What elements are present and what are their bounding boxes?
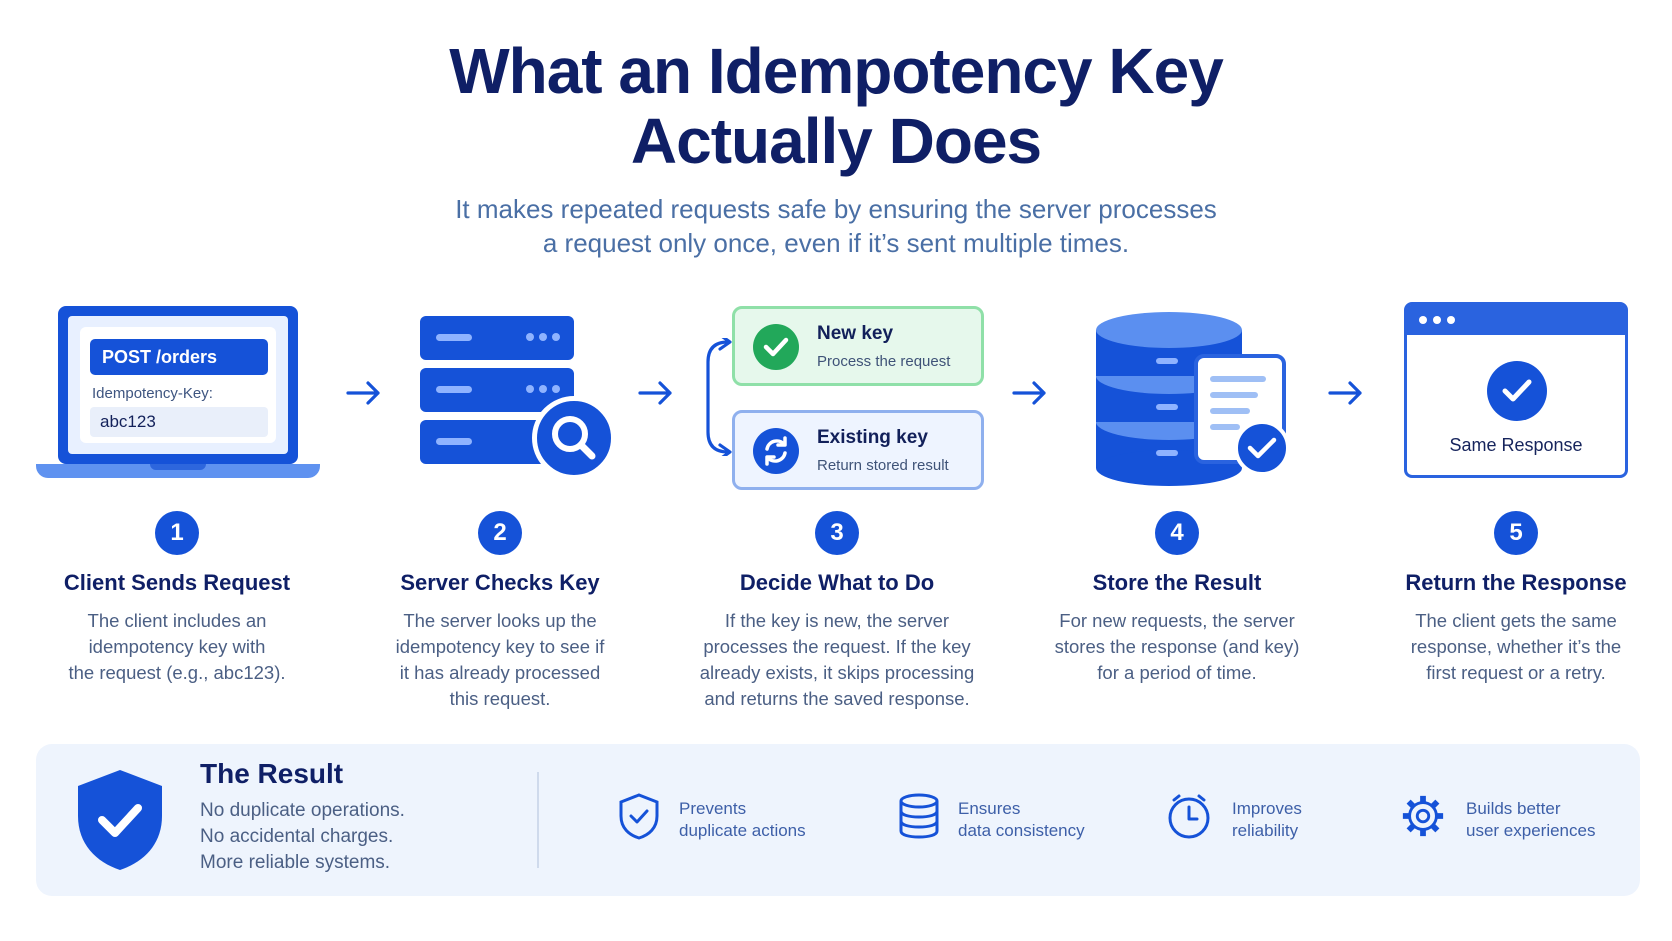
title-line-2: Actually Does bbox=[630, 105, 1042, 177]
shield-check-icon bbox=[619, 793, 659, 840]
flow-arrow-icon bbox=[346, 381, 380, 405]
step-title: Client Sends Request bbox=[63, 570, 291, 595]
step-description: The client gets the same response, wheth… bbox=[1410, 610, 1622, 683]
flow-arrow-icon bbox=[638, 381, 672, 405]
shield-check-icon bbox=[78, 770, 162, 870]
subtitle-line-1: It makes repeated requests safe by ensur… bbox=[455, 194, 1217, 224]
flow-arrow-icon bbox=[1012, 381, 1046, 405]
laptop-notch bbox=[150, 464, 206, 470]
server-unit bbox=[420, 368, 574, 412]
existing-key-card: Existing key Return stored result bbox=[732, 410, 984, 490]
flow-arrow-icon bbox=[1328, 381, 1362, 405]
new-key-card: New key Process the request bbox=[732, 306, 984, 386]
result-line: More reliable systems. bbox=[200, 852, 391, 873]
step-description: If the key is new, the server processes … bbox=[699, 610, 975, 709]
laptop-display: POST /orders Idempotency-Key: abc123 bbox=[68, 316, 288, 454]
step-description: For new requests, the server stores the … bbox=[1054, 610, 1300, 683]
step-title: Decide What to Do bbox=[739, 570, 935, 595]
step-description: The server looks up the idempotency key … bbox=[395, 610, 605, 709]
step-description: The client includes an idempotency key w… bbox=[68, 610, 286, 683]
panel-divider bbox=[537, 772, 539, 868]
laptop-base bbox=[36, 464, 320, 478]
result-line: No accidental charges. bbox=[200, 826, 394, 847]
server-unit bbox=[420, 316, 574, 360]
request-method-bar: POST /orders bbox=[90, 339, 268, 375]
benefit-text: Prevents duplicate actions bbox=[679, 799, 806, 840]
database-icon bbox=[899, 793, 939, 839]
existing-key-subtitle: Return stored result bbox=[817, 457, 949, 474]
step-title: Server Checks Key bbox=[400, 570, 600, 595]
benefit-text: Improves reliability bbox=[1232, 799, 1302, 840]
benefit-text: Builds better user experiences bbox=[1466, 799, 1596, 840]
request-card: POST /orders Idempotency-Key: abc123 bbox=[80, 327, 276, 443]
step-title: Store the Result bbox=[1092, 570, 1262, 595]
result-line: No duplicate operations. bbox=[200, 800, 405, 821]
same-response-label: Same Response bbox=[1449, 435, 1583, 455]
refresh-icon bbox=[753, 428, 799, 474]
idempotency-key-value: abc123 bbox=[90, 407, 268, 437]
idempotency-key-label: Idempotency-Key: bbox=[92, 385, 213, 402]
step-number: 1 bbox=[155, 511, 199, 555]
step-number: 4 bbox=[1155, 511, 1199, 555]
gear-icon bbox=[1402, 795, 1444, 837]
step-number: 3 bbox=[815, 511, 859, 555]
response-window: Same Response bbox=[1404, 302, 1628, 478]
new-key-subtitle: Process the request bbox=[817, 353, 951, 370]
window-dots-icon bbox=[1419, 316, 1461, 324]
database-illustration-icon bbox=[1096, 312, 1290, 486]
window-title-bar bbox=[1407, 305, 1625, 335]
page-title: What an Idempotency Key Actually Does bbox=[0, 36, 1672, 176]
page-subtitle: It makes repeated requests safe by ensur… bbox=[0, 192, 1672, 260]
clock-icon bbox=[1168, 794, 1210, 839]
laptop-screen: POST /orders Idempotency-Key: abc123 bbox=[58, 306, 298, 464]
benefit-text: Ensures data consistency bbox=[958, 799, 1085, 840]
new-key-title: New key bbox=[817, 323, 894, 344]
step-number: 5 bbox=[1494, 511, 1538, 555]
check-circle-icon bbox=[753, 324, 799, 370]
existing-key-title: Existing key bbox=[817, 427, 928, 448]
title-line-1: What an Idempotency Key bbox=[449, 35, 1224, 107]
check-circle-icon bbox=[1487, 361, 1547, 421]
step-title: Return the Response bbox=[1405, 570, 1627, 595]
result-title: The Result bbox=[200, 758, 344, 789]
magnifier-icon bbox=[532, 396, 616, 480]
subtitle-line-2: a request only once, even if it’s sent m… bbox=[542, 228, 1130, 258]
branch-bracket-icon bbox=[706, 338, 732, 456]
result-panel bbox=[36, 744, 1640, 896]
step-number: 2 bbox=[478, 511, 522, 555]
